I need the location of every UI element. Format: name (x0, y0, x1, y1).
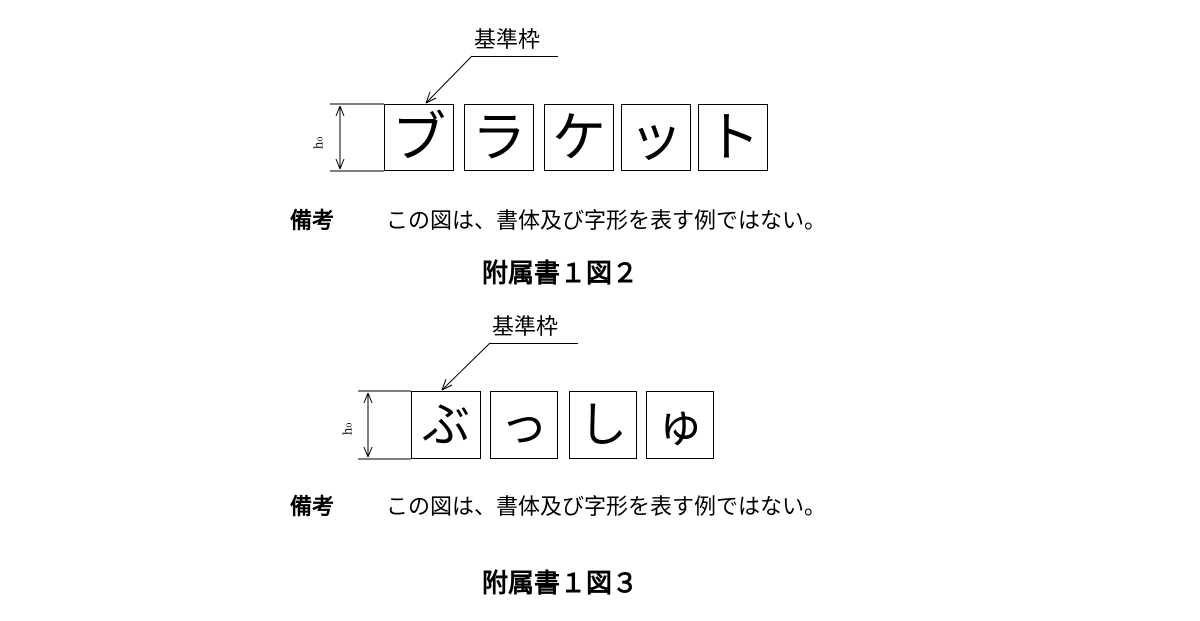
frame-label-underline (490, 343, 578, 344)
note-label: 備考 (290, 495, 335, 520)
char-box: ブ (384, 104, 454, 171)
frame-label-underline (472, 56, 558, 57)
char-glyph: し (578, 397, 627, 453)
char-glyph: ッ (629, 105, 683, 169)
leader-arrow (425, 55, 473, 104)
h0-dimension-line (330, 103, 384, 172)
char-glyph: ゅ (655, 397, 704, 453)
char-box: っ (490, 391, 558, 459)
note-text: この図は、書体及び字形を表す例ではない。 (386, 209, 827, 234)
char-box: ッ (621, 104, 691, 171)
leader-arrow (441, 342, 491, 391)
h0-label: h₀ (340, 422, 355, 436)
h0-dimension-line (358, 390, 411, 460)
h0-label: h₀ (311, 136, 326, 150)
char-box: ケ (544, 104, 614, 171)
note-text: この図は、書体及び字形を表す例ではない。 (386, 495, 827, 520)
frame-label: 基準枠 (474, 28, 541, 53)
char-box: ゅ (646, 391, 714, 459)
reference-frame-box (411, 391, 481, 459)
char-box: し (569, 391, 637, 459)
figure-caption: 附属書１図２ (482, 259, 639, 289)
reference-frame-box (384, 104, 454, 171)
note-label: 備考 (290, 209, 335, 234)
char-glyph: ブ (392, 105, 446, 169)
char-box: ぶ (411, 391, 481, 459)
figure-caption: 附属書１図３ (482, 569, 639, 599)
char-glyph: ケ (552, 105, 606, 169)
char-glyph: ぶ (421, 397, 470, 453)
char-glyph: っ (499, 397, 548, 453)
frame-label: 基準枠 (492, 315, 559, 340)
char-glyph: ラ (472, 105, 526, 169)
char-box: ラ (464, 104, 534, 171)
char-box: ト (698, 104, 768, 171)
char-glyph: ト (706, 105, 760, 169)
